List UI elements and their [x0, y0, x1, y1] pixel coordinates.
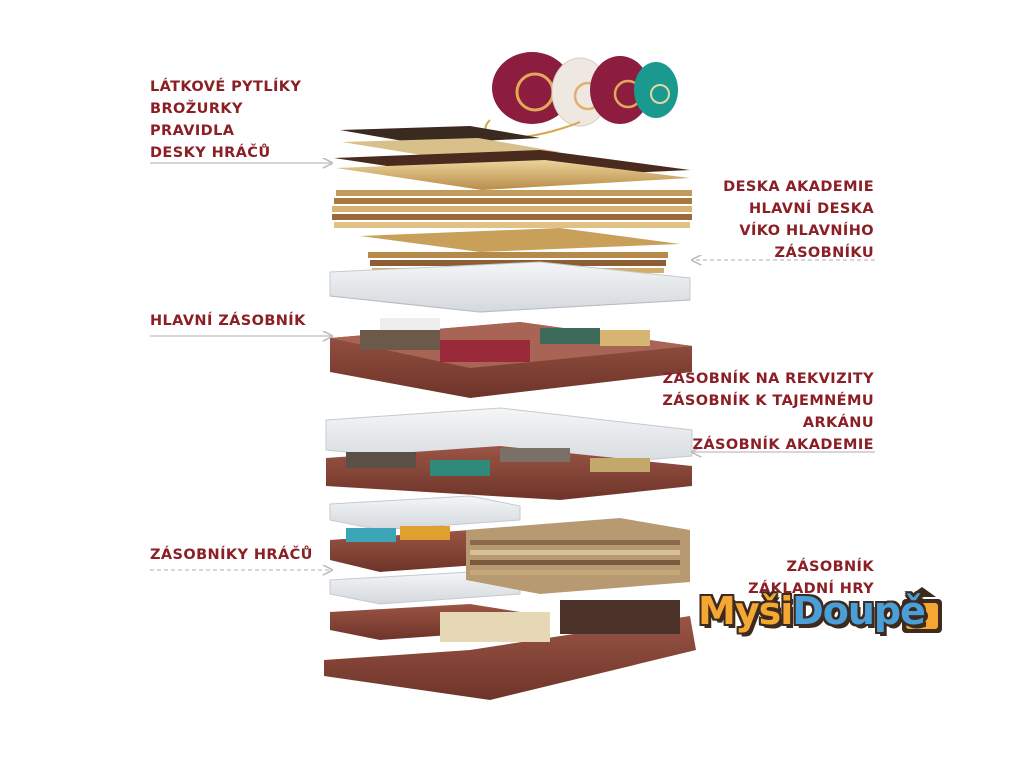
logo-text: MyšiDoupě [698, 589, 926, 633]
main-tray [330, 318, 692, 398]
label-rules: PRAVIDLA [150, 123, 235, 139]
label-player-trays-text: ZÁSOBNÍKY HRÁČŮ [150, 547, 313, 563]
label-main-tray: HLAVNÍ ZÁSOBNÍK [150, 310, 306, 332]
board-stack [332, 126, 692, 273]
label-player-trays: ZÁSOBNÍKY HRÁČŮ [150, 544, 313, 566]
label-arcane-tray-1: ZÁSOBNÍK K TAJEMNÉMU [662, 393, 874, 409]
label-top-left: LÁTKOVÉ PYTLÍKY BROŽURKY PRAVIDLA DESKY … [150, 76, 301, 164]
label-main-tray-lid-1: VÍKO HLAVNÍHO [739, 223, 874, 239]
mysi-doupe-logo: MyšiDoupě [690, 585, 952, 645]
label-base-tray-1: ZÁSOBNÍK [786, 559, 874, 575]
label-props-tray: ZÁSOBNÍK NA REKVIZITY [662, 371, 874, 387]
label-main-tray-lid-2: ZÁSOBNÍKU [774, 245, 874, 261]
middle-trays [325, 407, 693, 500]
label-booklets: BROŽURKY [150, 101, 243, 117]
label-middle-right: ZÁSOBNÍK NA REKVIZITY ZÁSOBNÍK K TAJEMNÉ… [662, 368, 874, 456]
logo-text-b: Doupě [792, 589, 926, 633]
label-top-right: DESKA AKADEMIE HLAVNÍ DESKA VÍKO HLAVNÍH… [723, 176, 874, 264]
label-player-boards: DESKY HRÁČŮ [150, 145, 271, 161]
label-bottom-right: ZÁSOBNÍK ZÁKLADNÍ HRY [748, 556, 874, 600]
label-base-tray-2: ZÁKLADNÍ HRY [748, 581, 874, 597]
label-main-tray-text: HLAVNÍ ZÁSOBNÍK [150, 313, 306, 329]
label-academy-tray: ZÁSOBNÍK AKADEMIE [692, 437, 874, 453]
logo-text-a: Myši [698, 589, 793, 633]
label-main-board: HLAVNÍ DESKA [748, 201, 874, 217]
pointer-arrows [150, 163, 875, 570]
label-cloth-bags: LÁTKOVÉ PYTLÍKY [150, 79, 302, 95]
cloth-bags [484, 52, 678, 139]
label-arcane-tray-2: ARKÁNU [802, 415, 874, 431]
main-tray-lid [329, 261, 691, 313]
base-game-tray [324, 518, 696, 700]
label-academy-board: DESKA AKADEMIE [723, 179, 874, 195]
